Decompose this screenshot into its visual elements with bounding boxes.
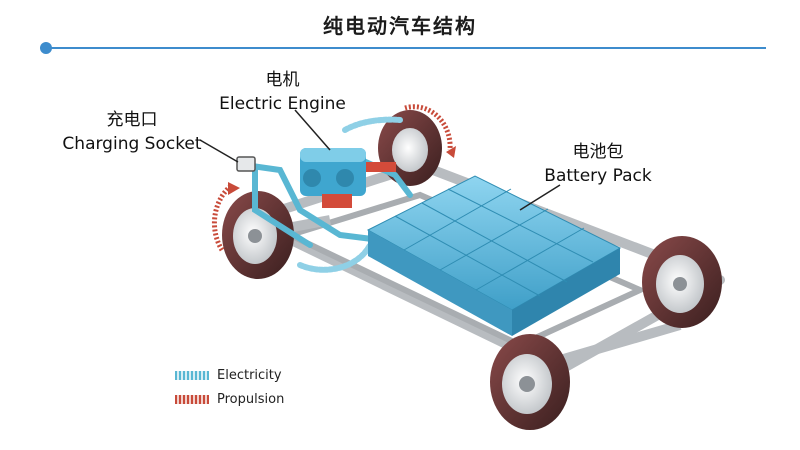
header-dot-icon [40, 42, 52, 54]
header-divider [48, 47, 766, 49]
label-battery-pack-cn: 电池包 [572, 142, 624, 162]
propulsion-arrows [211, 104, 453, 252]
label-battery-pack: 电池包 Battery Pack [538, 140, 658, 188]
wheel-rear-left [222, 191, 294, 279]
propulsion-arrow-head [446, 146, 456, 158]
label-charging-socket-cn: 充电口 [106, 110, 158, 130]
label-electric-engine: 电机 Electric Engine [215, 68, 350, 116]
electricity-swatch-icon [175, 371, 209, 380]
legend-propulsion: Propulsion [175, 392, 284, 407]
vehicle-illustration [199, 104, 725, 430]
propulsion-swatch-icon [175, 395, 209, 404]
label-charging-socket: 充电口 Charging Socket [52, 108, 212, 156]
callout-lines [199, 109, 561, 211]
charging-socket [236, 156, 256, 172]
page-title: 纯电动汽车结构 [323, 14, 477, 38]
wheel-front-left [490, 334, 570, 430]
legend-propulsion-label: Propulsion [217, 392, 285, 407]
legend-electricity-label: Electricity [217, 368, 282, 383]
electricity-lines [242, 116, 413, 273]
wheel-front-right [642, 236, 722, 328]
label-charging-socket-en: Charging Socket [62, 134, 202, 154]
battery-pack [366, 175, 622, 336]
label-electric-engine-en: Electric Engine [219, 94, 346, 114]
legend-electricity: Electricity [175, 368, 282, 383]
propulsion-arrow-head [228, 182, 240, 195]
ev-structure-diagram: 电机 Electric Engine 充电口 Charging Socket 电… [0, 60, 800, 450]
label-battery-pack-en: Battery Pack [544, 166, 652, 186]
electric-motor [300, 148, 396, 208]
label-electric-engine-cn: 电机 [265, 70, 300, 90]
